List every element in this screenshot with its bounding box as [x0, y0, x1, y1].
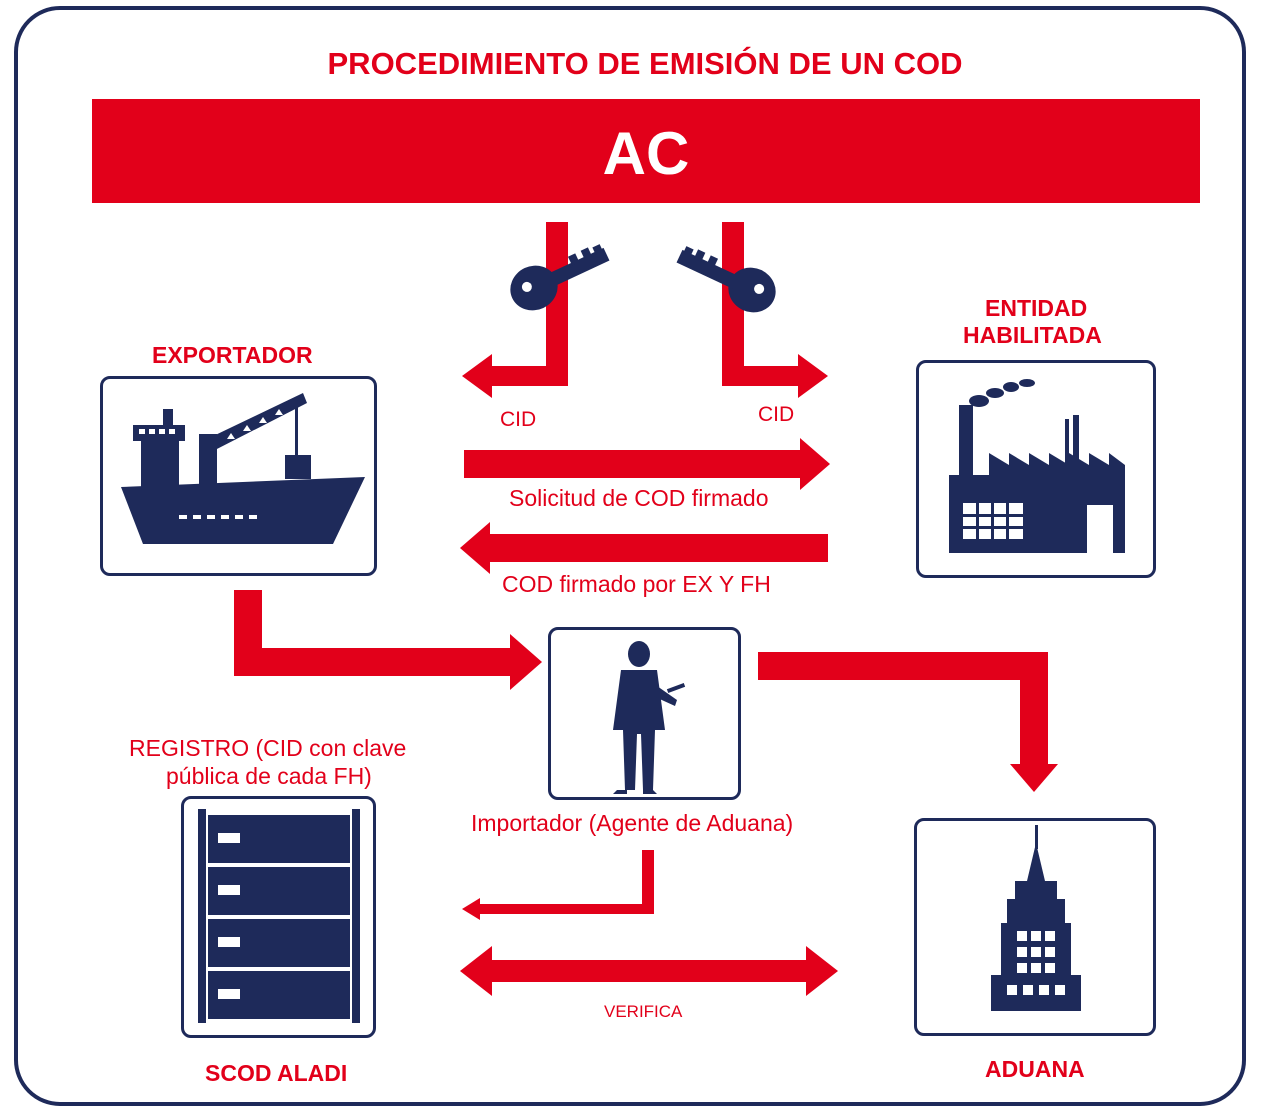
cid-left-arrow-stem	[546, 222, 568, 386]
cid-left-arrow-shaft	[488, 366, 568, 386]
request-label: Solicitud de COD firmado	[509, 485, 769, 511]
importer-scod-arrow-stem	[642, 850, 654, 914]
ac-banner: AC	[92, 99, 1200, 203]
request-arrow-shaft	[464, 450, 804, 478]
importer-scod-arrow-head	[462, 898, 480, 920]
importer-customs-arrow-shaft	[758, 652, 1048, 680]
cid-left-label: CID	[500, 408, 537, 431]
exporter-box	[100, 376, 377, 576]
server-rack-icon	[198, 809, 360, 1023]
request-arrow-head	[800, 438, 830, 490]
cid-right-label: CID	[758, 403, 795, 426]
registry-label-line1: REGISTRO (CID con clave	[129, 735, 407, 761]
entity-box	[916, 360, 1156, 578]
verify-arrow-head-right	[806, 946, 838, 996]
customs-box	[914, 818, 1156, 1036]
cid-right-arrow-shaft	[722, 366, 802, 386]
entity-label-line1: ENTIDAD	[985, 295, 1088, 321]
importer-scod-arrow-shaft	[476, 904, 654, 914]
registry-label-line2: pública de cada FH)	[166, 763, 372, 789]
cid-right-arrow-head	[798, 354, 828, 398]
exporter-importer-arrow-head	[510, 634, 542, 690]
scod-label: SCOD ALADI	[205, 1060, 348, 1086]
entity-label-line2: HABILITADA	[963, 322, 1102, 348]
signed-label: COD firmado por EX Y FH	[502, 571, 771, 597]
signed-arrow-shaft	[486, 534, 828, 562]
diagram-title: PROCEDIMIENTO DE EMISIÓN DE UN COD	[327, 46, 963, 81]
verify-label: VERIFICA	[604, 1002, 683, 1021]
importer-customs-arrow-stem	[1020, 652, 1048, 770]
importer-customs-arrow-head	[1010, 764, 1058, 792]
ship-crane-icon	[121, 393, 365, 544]
key-icon	[676, 246, 776, 313]
factory-icon	[949, 379, 1125, 553]
verify-arrow-shaft	[486, 960, 812, 982]
ac-label: AC	[602, 120, 690, 187]
businessman-icon	[613, 641, 686, 794]
verify-arrow-head-left	[460, 946, 492, 996]
importer-label: Importador (Agente de Aduana)	[471, 810, 794, 836]
key-icon	[510, 244, 610, 311]
cid-left-arrow-head	[462, 354, 492, 398]
scod-box	[181, 796, 376, 1038]
cid-right-arrow-stem	[722, 222, 744, 386]
signed-arrow-head	[460, 522, 490, 574]
customs-label: ADUANA	[985, 1056, 1085, 1082]
importer-box	[548, 627, 741, 800]
skyscraper-icon	[991, 825, 1081, 1011]
exporter-importer-arrow-shaft	[234, 648, 514, 676]
exporter-label: EXPORTADOR	[152, 342, 313, 368]
